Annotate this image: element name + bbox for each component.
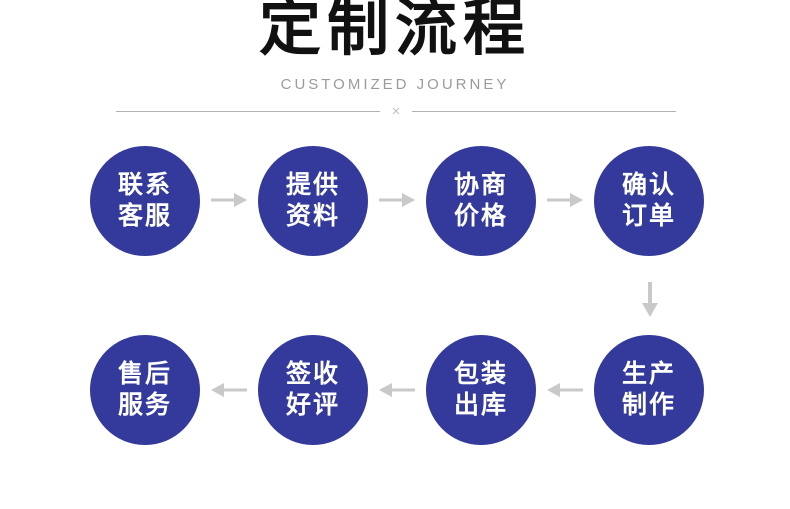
step-label-line-2: 订单 xyxy=(621,202,676,230)
step-label-line-1: 联系 xyxy=(117,170,172,199)
arrow-right-icon xyxy=(211,191,247,209)
step-label-line-1: 协商 xyxy=(453,170,508,199)
step-pack-ship: 包装 出库 xyxy=(426,335,536,445)
step-negotiate-price: 协商 价格 xyxy=(426,146,536,256)
title-divider: × xyxy=(116,102,677,120)
step-label-line-1: 生产 xyxy=(621,359,676,388)
arrow-left-icon xyxy=(379,381,415,399)
step-contact-service: 联系 客服 xyxy=(90,146,200,256)
step-sign-review: 签收 好评 xyxy=(258,335,368,445)
arrow-right-icon xyxy=(379,191,415,209)
step-production: 生产 制作 xyxy=(594,335,704,445)
divider-line-left xyxy=(116,110,380,112)
arrow-right-icon xyxy=(547,191,583,209)
divider-x-mark: × xyxy=(391,102,401,120)
step-label-line-2: 出库 xyxy=(453,391,508,419)
step-label-line-2: 制作 xyxy=(621,391,676,419)
step-label-line-2: 服务 xyxy=(117,391,172,419)
step-label-line-1: 确认 xyxy=(621,170,676,199)
page-title: 定制流程 xyxy=(258,0,531,63)
step-label-line-2: 好评 xyxy=(285,391,340,419)
page-subtitle: CUSTOMIZED JOURNEY xyxy=(280,76,510,93)
step-after-sales: 售后 服务 xyxy=(90,335,200,445)
step-confirm-order: 确认 订单 xyxy=(594,146,704,256)
arrow-left-icon xyxy=(547,381,583,399)
step-label-line-2: 价格 xyxy=(453,202,508,230)
step-label-line-2: 客服 xyxy=(117,202,172,230)
step-label-line-1: 包装 xyxy=(453,359,508,388)
step-label-line-1: 签收 xyxy=(285,359,340,388)
step-label-line-2: 资料 xyxy=(285,202,340,230)
arrow-down-icon xyxy=(640,282,660,317)
step-label-line-1: 售后 xyxy=(117,359,172,388)
divider-line-right xyxy=(412,110,677,112)
arrow-left-icon xyxy=(211,381,247,399)
step-label-line-1: 提供 xyxy=(285,170,340,199)
step-provide-materials: 提供 资料 xyxy=(258,146,368,256)
